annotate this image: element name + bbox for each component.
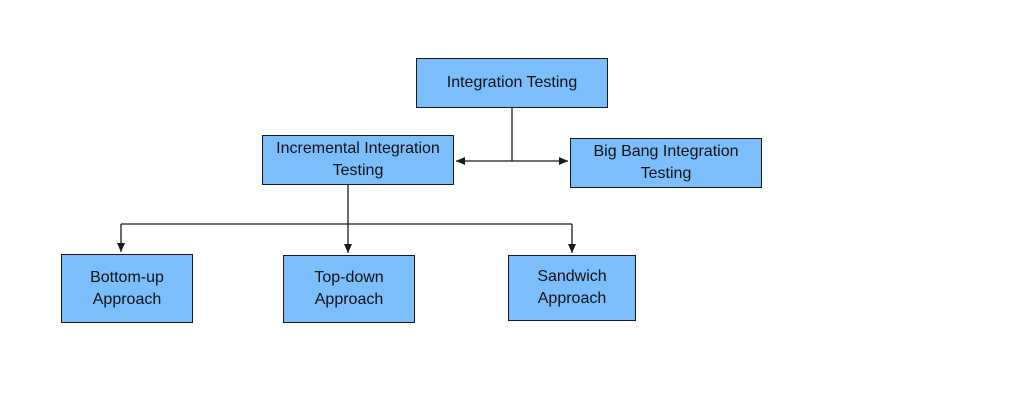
node-big-bang-integration-testing: Big Bang Integration Testing (570, 138, 762, 188)
node-integration-testing: Integration Testing (416, 58, 608, 108)
node-sandwich-approach: Sandwich Approach (508, 255, 636, 321)
node-label-big-bang-integration-testing: Big Bang Integration Testing (593, 143, 739, 182)
node-label-sandwich-approach: Sandwich Approach (537, 268, 607, 307)
node-top-down-approach: Top-down Approach (283, 255, 415, 323)
node-incremental-integration-testing: Incremental Integration Testing (262, 135, 454, 185)
node-label-bottom-up-approach: Bottom-up Approach (90, 268, 164, 308)
node-label-incremental-integration-testing: Incremental Integration Testing (276, 140, 440, 179)
node-label-top-down-approach: Top-down Approach (314, 269, 384, 308)
node-bottom-up-approach: Bottom-up Approach (61, 254, 193, 323)
node-label-integration-testing: Integration Testing (446, 74, 578, 91)
